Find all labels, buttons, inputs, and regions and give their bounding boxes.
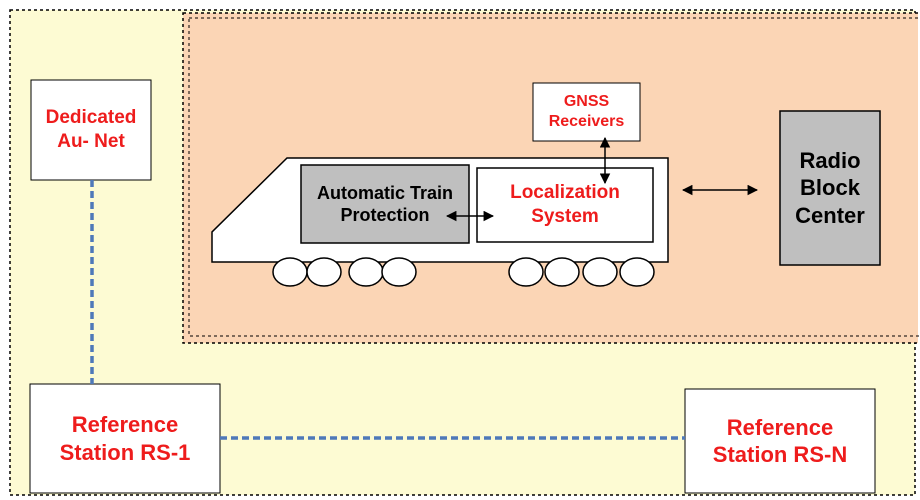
wheel [348,257,384,287]
localization-box [476,167,654,243]
rbc-box [779,110,881,266]
wheel [508,257,544,287]
wheel [619,257,655,287]
atp-box [300,164,470,244]
train-area-border-inner [188,17,920,337]
train-wheels [272,257,655,287]
rsn-box [684,388,876,494]
au-net-box [30,79,152,181]
wheel [272,257,308,287]
wheel [544,257,580,287]
wheel [381,257,417,287]
wheel [306,257,342,287]
wheel [582,257,618,287]
gnss-box [532,82,641,142]
train-area-border-outer [182,12,920,344]
